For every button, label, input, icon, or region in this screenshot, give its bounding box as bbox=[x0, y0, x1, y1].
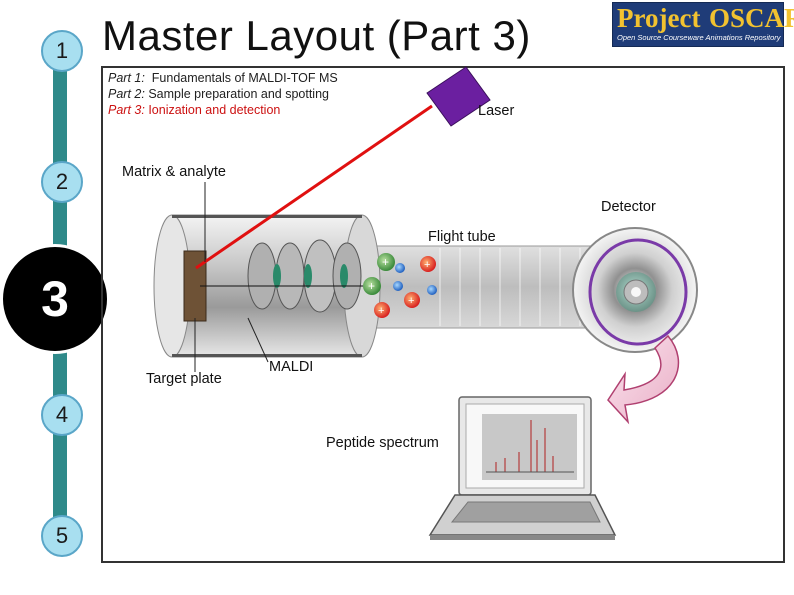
part-2-item[interactable]: Part 2: Sample preparation and spotting bbox=[108, 86, 338, 102]
svg-text:+: + bbox=[378, 305, 384, 317]
svg-text:+: + bbox=[382, 255, 389, 269]
laser-icon bbox=[426, 66, 491, 127]
step-2-button[interactable]: 2 bbox=[41, 161, 83, 203]
step-4-button[interactable]: 4 bbox=[41, 394, 83, 436]
laptop-icon bbox=[428, 396, 617, 540]
detector-label: Detector bbox=[601, 199, 656, 215]
laser-label: Laser bbox=[478, 103, 515, 119]
step-3-label: 3 bbox=[41, 271, 69, 327]
matrix-analyte-label: Matrix & analyte bbox=[122, 164, 226, 180]
maldi-label: MALDI bbox=[269, 359, 314, 375]
project-oscar-logo[interactable]: Project OSCAR Open Source Courseware Ani… bbox=[612, 2, 794, 47]
step-4-label: 4 bbox=[55, 402, 69, 427]
step-3-button[interactable]: 3 bbox=[0, 244, 110, 354]
detector-icon bbox=[572, 227, 698, 353]
step-2-label: 2 bbox=[55, 169, 69, 194]
step-5-label: 5 bbox=[55, 523, 69, 548]
step-1-button[interactable]: 1 bbox=[41, 30, 83, 72]
part-1-item[interactable]: Part 1: Fundamentals of MALDI-TOF MS bbox=[108, 70, 338, 86]
logo-tagline: Open Source Courseware Animations Reposi… bbox=[617, 33, 781, 42]
ions-group: + + + + + bbox=[363, 253, 437, 318]
part-3-item[interactable]: Part 3: Ionization and detection bbox=[108, 102, 338, 118]
svg-text:+: + bbox=[408, 295, 414, 307]
step-5-button[interactable]: 5 bbox=[41, 515, 83, 557]
part-2-label: Part 2: bbox=[108, 87, 145, 101]
flight-tube-label: Flight tube bbox=[428, 229, 496, 245]
svg-text:+: + bbox=[368, 279, 375, 293]
part-3-text: Ionization and detection bbox=[148, 103, 281, 117]
animation-frame bbox=[101, 66, 785, 563]
laser-beam bbox=[195, 104, 433, 270]
step-1-label: 1 bbox=[55, 38, 69, 63]
logo-word-oscar: OSCAR bbox=[709, 3, 794, 33]
part-1-text: Fundamentals of MALDI-TOF MS bbox=[151, 71, 338, 85]
peptide-spectrum-label: Peptide spectrum bbox=[326, 435, 439, 451]
target-plate-label: Target plate bbox=[146, 371, 222, 387]
curved-arrow-icon bbox=[607, 334, 680, 425]
part-3-label: Part 3: bbox=[108, 103, 145, 117]
parts-list: Part 1: Fundamentals of MALDI-TOF MS Par… bbox=[108, 70, 338, 118]
logo-word-project: Project bbox=[617, 3, 701, 33]
svg-text:+: + bbox=[424, 259, 430, 271]
part-2-text: Sample preparation and spotting bbox=[148, 87, 329, 101]
part-1-label: Part 1: bbox=[108, 71, 145, 85]
page-title: Master Layout (Part 3) bbox=[102, 12, 531, 59]
